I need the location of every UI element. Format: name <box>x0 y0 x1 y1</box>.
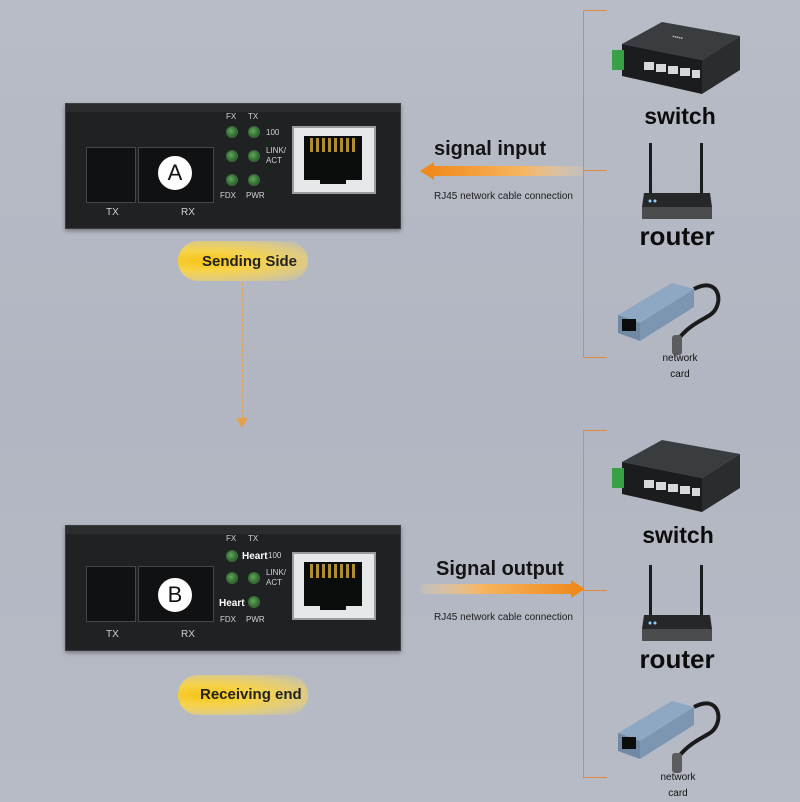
led-link-1 <box>226 572 238 584</box>
led-label-act: ACT <box>266 156 282 165</box>
target-label-switch: switch <box>644 103 716 129</box>
led-label-fdx: FDX <box>220 615 236 624</box>
rj45-port <box>292 126 376 194</box>
led-label-fx: FX <box>226 112 237 121</box>
bracket-tick <box>583 430 607 431</box>
switch-icon: ▪▪▪▪▪ <box>612 22 740 94</box>
led-label-tx: TX <box>248 534 259 543</box>
converter-a: A TX RX FX TX 100 LINK/ ACT FDX PWR <box>65 103 401 229</box>
led-link-1 <box>226 150 238 162</box>
converter-b: B TX RX FX TX Heart 100 LINK/ ACT Heart … <box>65 525 401 651</box>
target-label-network: network <box>662 353 698 364</box>
led-pwr <box>248 596 260 608</box>
signal-output-arrow-icon <box>420 580 585 598</box>
bracket-tick <box>583 170 607 171</box>
device-badge: A <box>156 154 194 192</box>
sending-side-label: Sending Side <box>202 253 298 270</box>
led-label-pwr: PWR <box>246 615 265 624</box>
led-fx <box>226 550 238 562</box>
device-badge: B <box>156 576 194 614</box>
led-link-2 <box>248 572 260 584</box>
led-label-link: LINK/ <box>266 146 287 155</box>
port-label-rx: RX <box>181 207 195 218</box>
switch-icon <box>612 440 740 512</box>
fiber-link-arrow-icon <box>236 418 248 428</box>
led-tx <box>248 126 260 138</box>
router-icon <box>642 143 712 219</box>
sending-side-highlight <box>178 241 308 281</box>
receiving-end-highlight <box>178 675 308 715</box>
led-link-2 <box>248 150 260 162</box>
port-label-tx: TX <box>106 207 119 218</box>
port-label-rx: RX <box>181 629 195 640</box>
bracket-tick <box>583 357 607 358</box>
led-label-fdx: FDX <box>220 191 236 200</box>
top-bracket <box>583 10 584 358</box>
led-label-link: LINK/ <box>266 568 287 577</box>
network-card-icon <box>618 283 721 355</box>
led-pwr <box>248 174 260 186</box>
target-label-router: router <box>639 221 715 251</box>
led-label-pwr: PWR <box>246 191 265 200</box>
target-label-card: card <box>670 369 690 380</box>
signal-output-title: Signal output <box>436 558 564 580</box>
signal-output-subtitle: RJ45 network cable connection <box>434 612 573 623</box>
bracket-tick <box>583 590 607 591</box>
target-label-router: router <box>639 644 715 674</box>
svg-text:▪▪▪▪▪: ▪▪▪▪▪ <box>672 34 684 42</box>
target-label-card: card <box>668 788 688 799</box>
signal-input-subtitle: RJ45 network cable connection <box>434 191 573 202</box>
led-fx <box>226 126 238 138</box>
heart-label-1: Heart <box>242 551 268 562</box>
device-top-edge <box>66 104 400 112</box>
led-fdx <box>226 174 238 186</box>
fiber-link-dashed-line <box>242 283 243 423</box>
rj45-port <box>292 552 376 620</box>
receiving-end-label: Receiving end <box>200 686 302 703</box>
sc-port-tx <box>86 147 136 203</box>
signal-input-arrow-icon <box>420 162 585 180</box>
led-label-tx: TX <box>248 112 259 121</box>
port-label-tx: TX <box>106 629 119 640</box>
led-label-act: ACT <box>266 578 282 587</box>
led-label-100: 100 <box>266 128 280 137</box>
led-label-100: 100 <box>268 551 282 560</box>
router-icon <box>642 565 712 641</box>
bottom-bracket <box>583 430 584 778</box>
bracket-tick <box>583 10 607 11</box>
led-label-fx: FX <box>226 534 237 543</box>
sc-port-tx <box>86 566 136 622</box>
network-card-icon <box>618 701 721 773</box>
target-label-switch: switch <box>642 522 714 548</box>
signal-input-title: signal input <box>434 138 547 160</box>
heart-label-2: Heart <box>219 598 245 609</box>
device-top-edge <box>66 526 400 534</box>
bracket-tick <box>583 777 607 778</box>
target-label-network: network <box>660 772 696 783</box>
